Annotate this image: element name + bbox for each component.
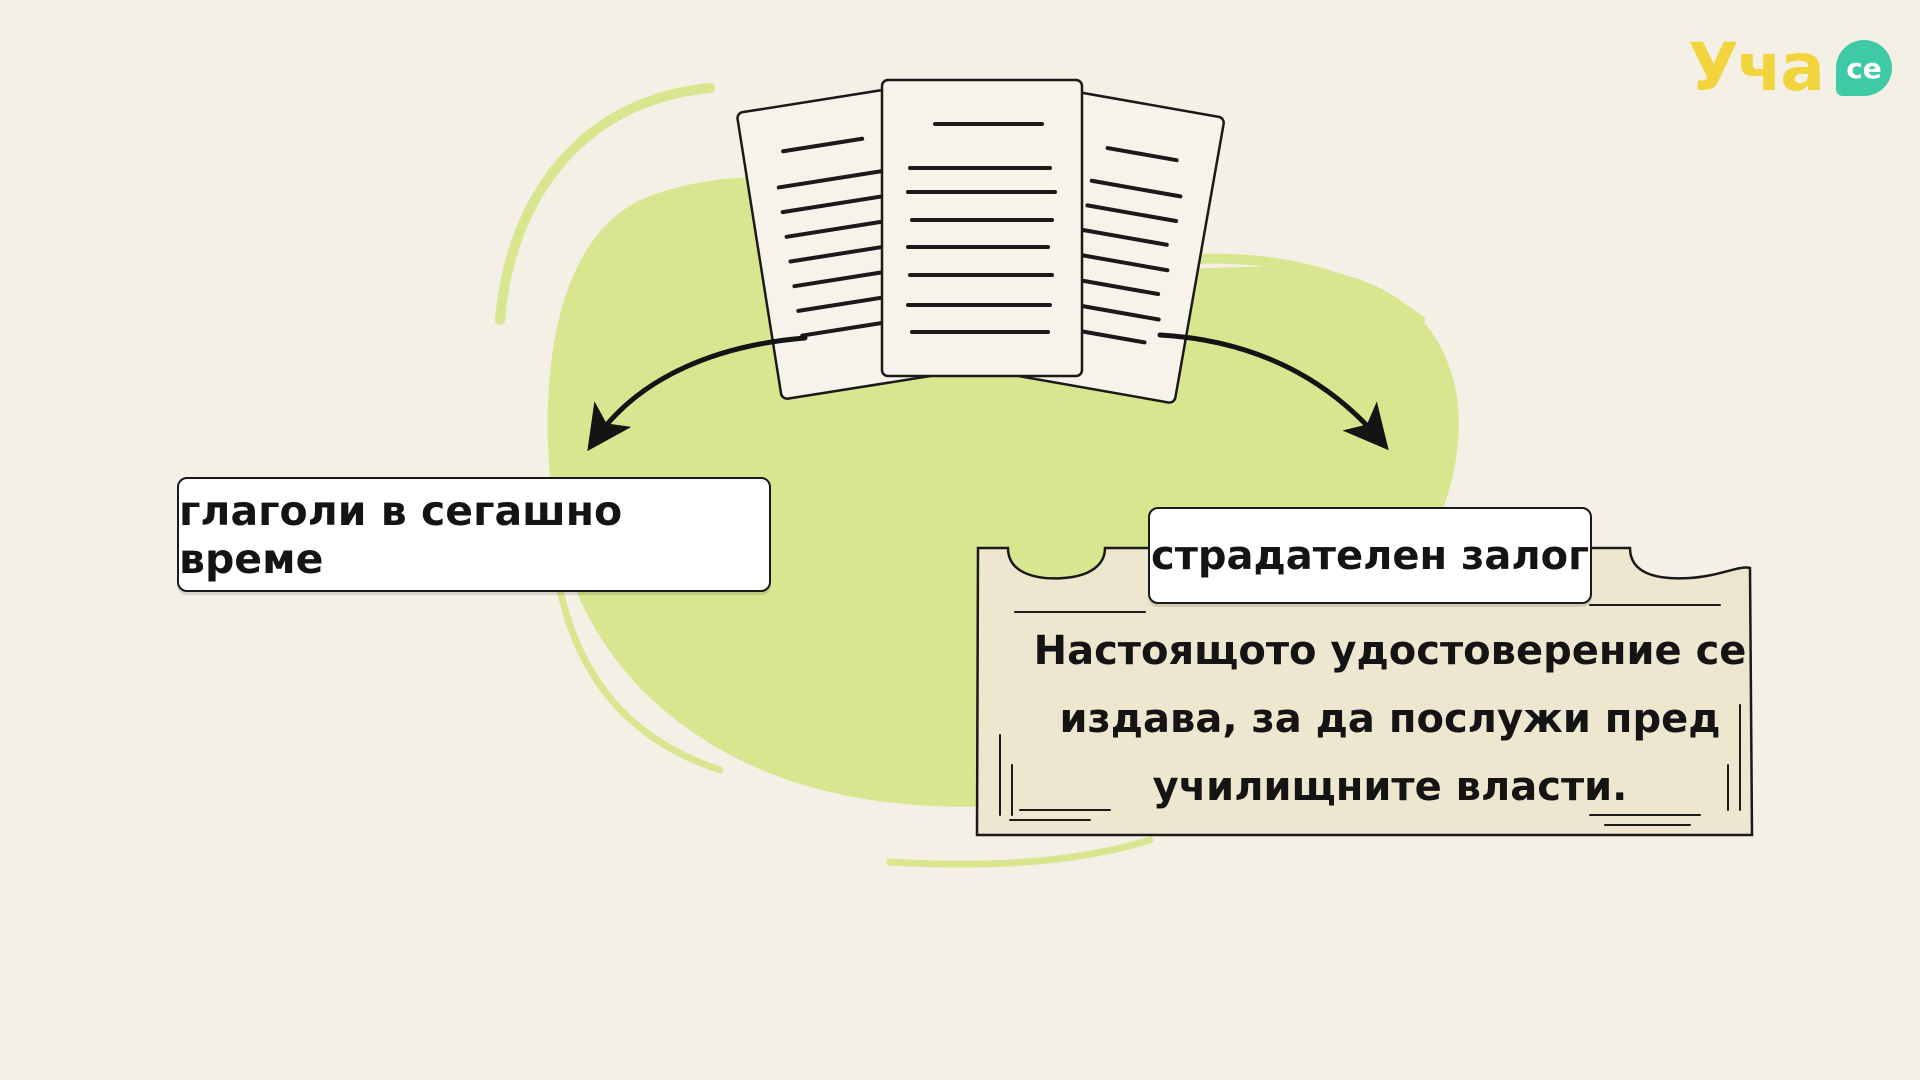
decor-arc-top: [495, 83, 715, 325]
decor-arc-bottom: [886, 836, 1154, 868]
passive-voice-label: страдателен залог: [1148, 507, 1592, 604]
arrow-left: [587, 335, 808, 452]
present-tense-verbs-label: глаголи в сегашно време: [177, 477, 771, 592]
logo-badge: се: [1836, 40, 1892, 96]
passive-voice-text: страдателен залог: [1150, 532, 1590, 579]
decor-arc-left: [556, 586, 724, 774]
certificate-line: Настоящото удостоверение се: [1033, 628, 1747, 674]
certificate-parchment: [975, 546, 1754, 837]
certificate-line: издава, за да послужи пред: [1059, 696, 1721, 742]
present-tense-verbs-text: глаголи в сегашно време: [179, 486, 623, 583]
certificate-text: Настоящото удостоверение се издава, за д…: [1000, 617, 1780, 821]
arrow-right: [1157, 332, 1389, 451]
documents-icon: [736, 78, 1225, 404]
certificate-line: училищните власти.: [1152, 764, 1628, 810]
ucha-se-logo: Уча се: [1688, 28, 1898, 108]
logo-brand-text: Уча: [1688, 29, 1825, 106]
